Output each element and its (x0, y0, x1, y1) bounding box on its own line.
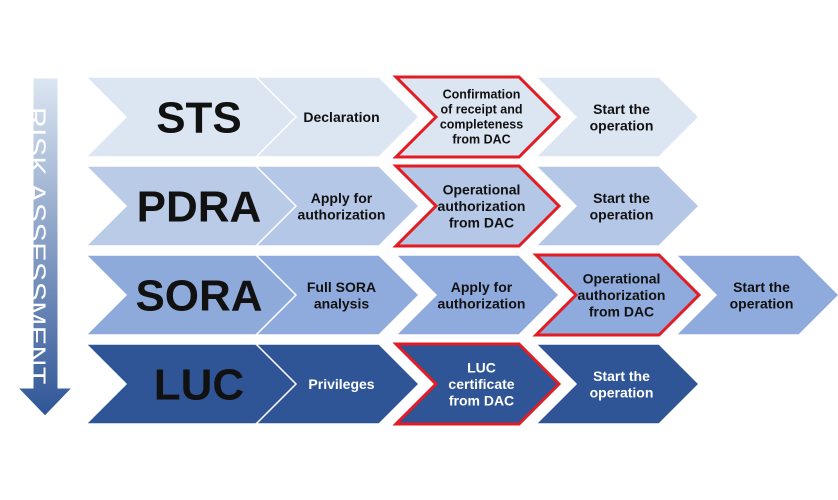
step-label-luc-1: Privileges (308, 376, 374, 392)
main-label-sts: STS (156, 94, 242, 143)
step-arrow-luc-3 (534, 343, 701, 425)
step-arrow-sts-3 (534, 76, 701, 158)
risk-assessment-label: RISK ASSESSMENT (22, 107, 50, 385)
step-arrow-sts-2 (392, 75, 562, 159)
step-arrow-luc-1 (254, 343, 421, 425)
step-arrow-pdra-1 (254, 165, 421, 247)
main-label-sora: SORA (135, 272, 262, 321)
step-arrow-sts-1 (254, 76, 421, 158)
step-label-sts-1: Declaration (303, 109, 379, 125)
step-arrow-luc-2 (392, 342, 562, 426)
risk-arrow-shape (16, 77, 74, 417)
risk-assessment-arrow: RISK ASSESSMENT (16, 77, 74, 417)
main-label-luc: LUC (154, 361, 244, 410)
step-arrow-sora-3 (532, 253, 702, 337)
step-arrow-pdra-2 (392, 164, 562, 248)
step-arrow-sora-4 (674, 254, 838, 336)
step-arrow-pdra-3 (534, 165, 701, 247)
main-label-pdra: PDRA (137, 183, 262, 232)
step-arrow-sora-2 (394, 254, 561, 336)
step-arrow-sora-1 (254, 254, 421, 336)
